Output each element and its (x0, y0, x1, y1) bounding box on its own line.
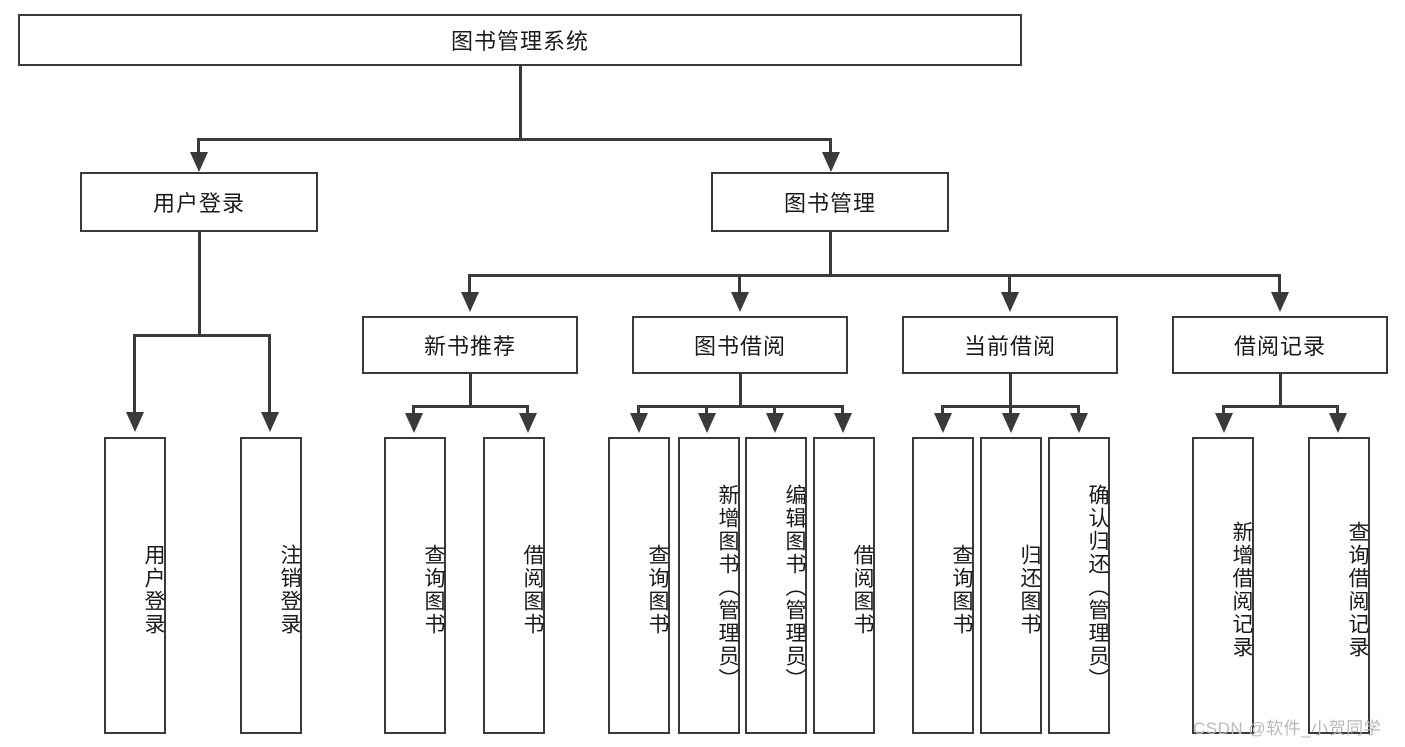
edge-book-management-stem (829, 232, 832, 276)
edge-nbr-drop-2 (526, 405, 529, 417)
arrow-nbr-leaf-1 (405, 413, 423, 433)
edge-user-login-stem (198, 232, 201, 336)
leaf-user-login[interactable]: 用户登录 (104, 437, 166, 734)
arrow-bb-leaf-3 (766, 413, 784, 433)
leaf-cb-confirm-return-admin[interactable]: 确认归还（管理员） (1048, 437, 1110, 734)
edge-root-stem (519, 66, 522, 140)
leaf-bb-borrow-book[interactable]: 借阅图书 (813, 437, 875, 734)
node-book-borrow[interactable]: 图书借阅 (632, 316, 848, 374)
leaf-bb-edit-book-admin[interactable]: 编辑图书（管理员） (745, 437, 807, 734)
edge-bm-drop-2 (738, 274, 741, 296)
node-label: 新增借阅记录 (1230, 520, 1253, 659)
node-current-borrow[interactable]: 当前借阅 (902, 316, 1118, 374)
node-label: 借阅记录 (1233, 334, 1326, 359)
arrow-user-login-leaf-1 (126, 412, 144, 432)
arrow-bm-to-new-book-recommend (461, 292, 479, 312)
node-book-management[interactable]: 图书管理 (711, 172, 949, 232)
edge-cb-stem (1009, 374, 1012, 408)
leaf-cb-return-book[interactable]: 归还图书 (980, 437, 1042, 734)
node-label: 查询图书 (422, 543, 445, 636)
edge-nbr-stem (469, 374, 472, 408)
node-label: 注销登录 (278, 543, 301, 636)
watermark-csdn: CSDN @软件_小贺同学 (1193, 719, 1382, 738)
edge-bm-drop-1 (468, 274, 471, 296)
leaf-br-query-record[interactable]: 查询借阅记录 (1308, 437, 1370, 734)
arrow-bm-to-borrow-record (1271, 292, 1289, 312)
node-label: 借阅图书 (521, 543, 544, 636)
node-label: 新书推荐 (423, 334, 516, 359)
node-borrow-record[interactable]: 借阅记录 (1172, 316, 1388, 374)
node-label: 编辑图书（管理员） (783, 484, 806, 691)
edge-bb-drop-4 (841, 405, 844, 417)
edge-br-bar (1222, 405, 1339, 408)
edge-root-bar (197, 138, 832, 141)
edge-user-login-bar (133, 334, 271, 337)
node-label: 查询图书 (646, 543, 669, 636)
edge-user-login-drop-2 (268, 334, 271, 416)
node-user-login[interactable]: 用户登录 (80, 172, 318, 232)
arrow-cb-leaf-1 (934, 413, 952, 433)
edge-cb-drop-3 (1077, 405, 1080, 417)
arrow-bb-leaf-2 (698, 413, 716, 433)
node-label: 当前借阅 (963, 334, 1056, 359)
arrow-nbr-leaf-2 (519, 413, 537, 433)
node-root-book-management-system[interactable]: 图书管理系统 (18, 14, 1022, 66)
node-label: 图书借阅 (693, 334, 786, 359)
arrow-br-leaf-1 (1215, 413, 1233, 433)
node-new-book-recommend[interactable]: 新书推荐 (362, 316, 578, 374)
edge-nbr-drop-1 (412, 405, 415, 417)
edge-bm-drop-4 (1278, 274, 1281, 296)
node-label: 借阅图书 (851, 543, 874, 636)
node-label: 新增图书（管理员） (716, 484, 739, 691)
arrow-br-leaf-2 (1329, 413, 1347, 433)
edge-bb-stem (739, 374, 742, 408)
arrow-cb-leaf-3 (1070, 413, 1088, 433)
edge-bm-drop-3 (1008, 274, 1011, 296)
edge-book-management-bar (468, 274, 1280, 277)
arrow-root-to-book-management (822, 152, 840, 172)
edge-nbr-bar (412, 405, 529, 408)
edge-user-login-drop-1 (133, 334, 136, 416)
edge-root-to-user-login (197, 138, 200, 156)
arrow-bb-leaf-4 (834, 413, 852, 433)
leaf-br-add-record[interactable]: 新增借阅记录 (1192, 437, 1254, 734)
edge-cb-drop-1 (941, 405, 944, 417)
node-label: 查询借阅记录 (1346, 520, 1369, 659)
leaf-bb-add-book-admin[interactable]: 新增图书（管理员） (678, 437, 740, 734)
arrow-bm-to-current-borrow (1001, 292, 1019, 312)
edge-br-drop-1 (1222, 405, 1225, 417)
edge-bb-drop-1 (637, 405, 640, 417)
arrow-cb-leaf-2 (1002, 413, 1020, 433)
leaf-bb-query-book[interactable]: 查询图书 (608, 437, 670, 734)
leaf-nbr-borrow-book[interactable]: 借阅图书 (483, 437, 545, 734)
edge-br-drop-2 (1336, 405, 1339, 417)
leaf-logout[interactable]: 注销登录 (240, 437, 302, 734)
edge-bb-bar (637, 405, 844, 408)
node-label: 查询图书 (950, 543, 973, 636)
arrow-bb-leaf-1 (630, 413, 648, 433)
node-label: 图书管理 (783, 191, 876, 216)
node-label: 确认归还（管理员） (1086, 484, 1109, 691)
arrow-user-login-leaf-2 (261, 412, 279, 432)
leaf-cb-query-book[interactable]: 查询图书 (912, 437, 974, 734)
node-label: 图书管理系统 (450, 29, 589, 54)
edge-bb-drop-2 (705, 405, 708, 417)
edge-br-stem (1279, 374, 1282, 408)
node-label: 用户登录 (152, 191, 245, 216)
node-label: 用户登录 (142, 543, 165, 636)
edge-bb-drop-3 (773, 405, 776, 417)
node-label: 归还图书 (1018, 543, 1041, 636)
edge-cb-drop-2 (1009, 405, 1012, 417)
arrow-bm-to-book-borrow (731, 292, 749, 312)
edge-root-to-book-management (829, 138, 832, 156)
arrow-root-to-user-login (190, 152, 208, 172)
leaf-nbr-query-book[interactable]: 查询图书 (384, 437, 446, 734)
